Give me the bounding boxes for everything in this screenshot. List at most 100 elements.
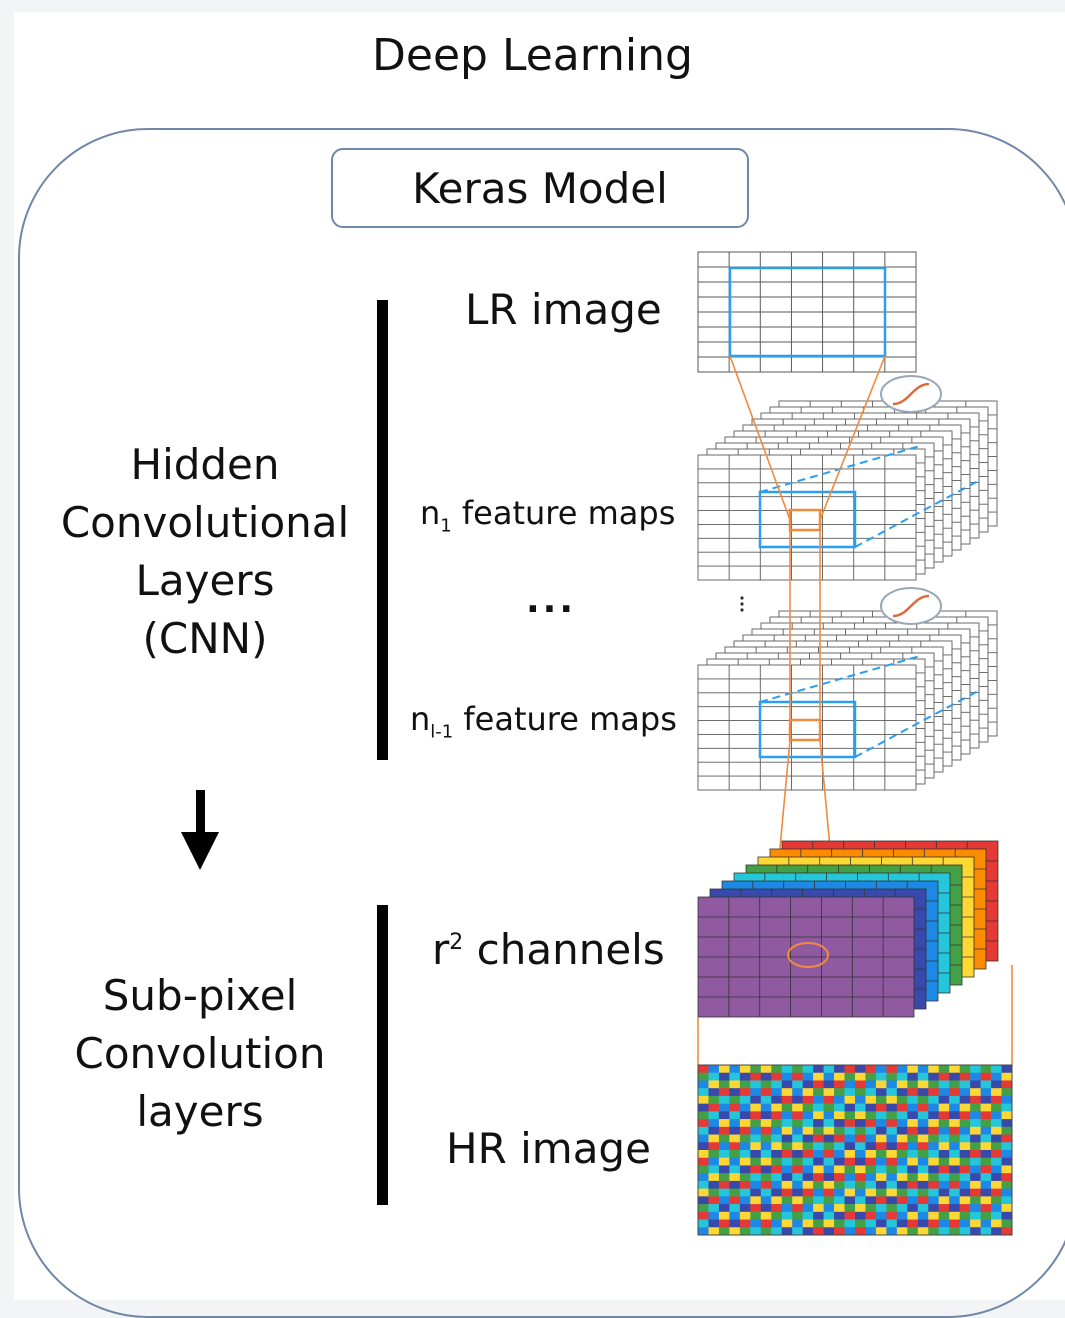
- hr-pixel: [1001, 1204, 1013, 1213]
- hr-pixel: [875, 1204, 887, 1213]
- hr-pixel: [959, 1204, 971, 1213]
- hr-pixel: [750, 1219, 762, 1228]
- hr-pixel: [896, 1134, 908, 1143]
- hr-pixel: [949, 1180, 960, 1189]
- hr-pixel: [865, 1173, 877, 1182]
- hr-pixel: [781, 1173, 793, 1182]
- subpixel-line-2: Convolution: [74, 1029, 326, 1078]
- hr-pixel: [855, 1088, 866, 1097]
- activation-curve: [892, 382, 930, 406]
- hr-pixel: [834, 1142, 845, 1151]
- hr-pixel: [708, 1219, 720, 1228]
- hr-pixel: [729, 1134, 741, 1143]
- hr-pixel: [970, 1196, 981, 1205]
- hr-pixel: [834, 1180, 845, 1189]
- hr-pixel: [729, 1095, 741, 1104]
- hr-pixel: [896, 1150, 908, 1159]
- hr-pixel: [991, 1142, 1002, 1151]
- hr-pixel: [844, 1173, 856, 1182]
- hr-pixel: [844, 1211, 856, 1220]
- hr-pixel: [834, 1080, 845, 1089]
- hr-pixel: [760, 1095, 772, 1104]
- hr-pixel: [907, 1126, 919, 1135]
- hr-pixel: [949, 1196, 960, 1205]
- hr-pixel: [959, 1111, 971, 1120]
- hr-pixel: [781, 1111, 793, 1120]
- hr-pixel: [739, 1103, 751, 1112]
- hr-pixel: [886, 1211, 898, 1220]
- hr-pixel: [959, 1126, 971, 1135]
- hr-pixel: [991, 1072, 1002, 1081]
- hr-pixel: [823, 1219, 835, 1228]
- hr-pixel: [938, 1219, 950, 1228]
- hr-pixel: [750, 1119, 762, 1128]
- hr-pixel: [708, 1072, 720, 1081]
- hr-pixel: [750, 1227, 762, 1236]
- hr-pixel: [813, 1165, 824, 1174]
- hr-pixel: [834, 1157, 845, 1166]
- hr-pixel: [698, 1119, 709, 1128]
- hr-pixel: [875, 1150, 887, 1159]
- channel-pixel-highlight: [787, 942, 829, 968]
- hr-pixel: [980, 1134, 992, 1143]
- hr-pixel: [823, 1196, 835, 1205]
- hr-pixel: [760, 1196, 772, 1205]
- nl-pixel-highlight: [788, 718, 822, 742]
- hr-pixel: [970, 1188, 981, 1197]
- hr-pixel: [781, 1103, 793, 1112]
- hr-pixel: [875, 1180, 887, 1189]
- hr-pixel: [781, 1119, 793, 1128]
- hr-pixel: [949, 1173, 960, 1182]
- hr-pixel: [980, 1095, 992, 1104]
- hr-pixel: [1001, 1142, 1013, 1151]
- hr-pixel: [813, 1088, 824, 1097]
- hr-pixel: [729, 1080, 741, 1089]
- hr-pixel: [718, 1111, 730, 1120]
- hr-pixel: [970, 1173, 981, 1182]
- subpixel-line-1: Sub-pixel: [102, 971, 298, 1020]
- hr-pixel: [718, 1080, 730, 1089]
- hr-pixel: [1001, 1157, 1013, 1166]
- hr-pixel: [834, 1065, 845, 1074]
- hr-pixel: [781, 1142, 793, 1151]
- hr-pixel: [771, 1188, 783, 1197]
- hr-pixel: [823, 1227, 835, 1236]
- hr-pixel: [980, 1126, 992, 1135]
- hr-pixel: [844, 1150, 856, 1159]
- hr-pixel: [928, 1095, 940, 1104]
- hr-pixel: [938, 1180, 950, 1189]
- hr-pixel: [980, 1165, 992, 1174]
- hr-pixel: [907, 1095, 919, 1104]
- hr-pixel: [760, 1072, 772, 1081]
- hr-pixel: [907, 1065, 919, 1074]
- hr-pixel: [980, 1173, 992, 1182]
- hr-pixel: [739, 1196, 751, 1205]
- hr-pixel: [771, 1173, 783, 1182]
- hr-pixel: [896, 1188, 908, 1197]
- hr-pixel: [970, 1095, 981, 1104]
- hr-pixel: [771, 1088, 783, 1097]
- hr-pixel: [698, 1080, 709, 1089]
- hr-pixel: [834, 1111, 845, 1120]
- hr-pixel: [781, 1095, 793, 1104]
- hr-pixel: [729, 1157, 741, 1166]
- hr-pixel: [802, 1126, 814, 1135]
- hr-pixel: [855, 1065, 866, 1074]
- hr-pixel: [781, 1204, 793, 1213]
- hr-pixel: [771, 1211, 783, 1220]
- hr-pixel: [949, 1142, 960, 1151]
- r2-superscript: 2: [449, 930, 464, 955]
- subpixel-layers-bracket: [377, 905, 388, 1205]
- hr-pixel: [907, 1227, 919, 1236]
- r2-channel-stack: [697, 840, 999, 1018]
- hr-pixel: [739, 1080, 751, 1089]
- hr-pixel: [823, 1157, 835, 1166]
- hr-pixel: [813, 1072, 824, 1081]
- hr-pixel: [917, 1080, 929, 1089]
- hr-pixel: [729, 1188, 741, 1197]
- hidden-line-3: Layers: [135, 556, 275, 605]
- hr-pixel: [928, 1072, 940, 1081]
- hr-pixel: [792, 1165, 803, 1174]
- hr-pixel: [991, 1134, 1002, 1143]
- hr-pixel: [813, 1111, 824, 1120]
